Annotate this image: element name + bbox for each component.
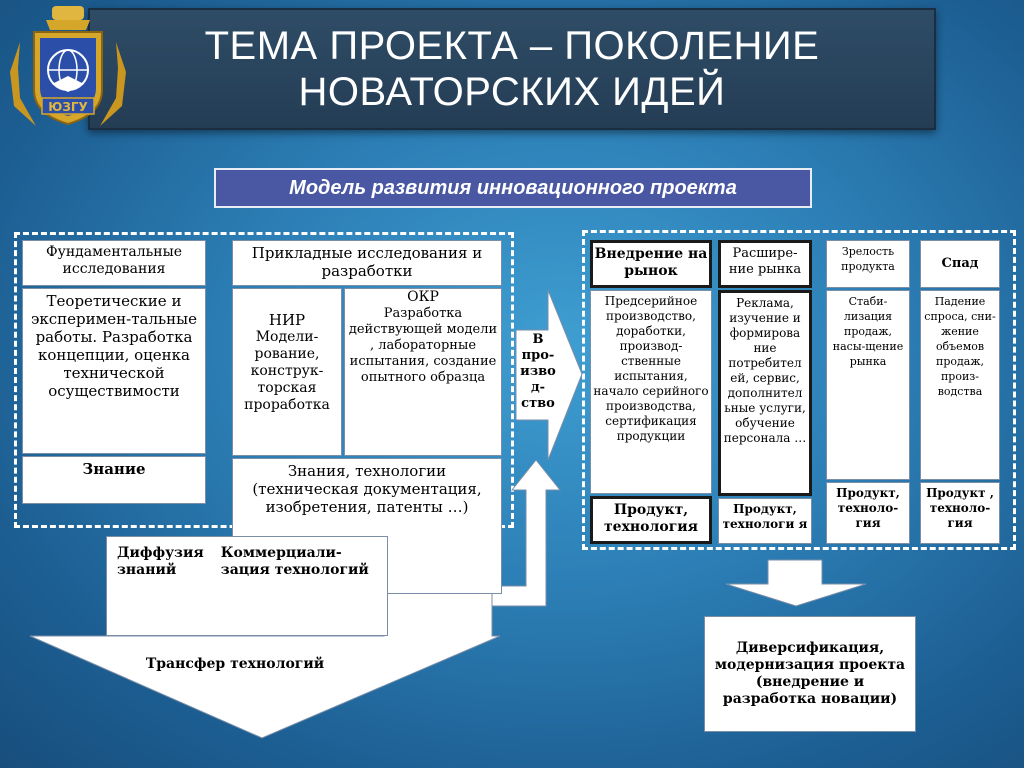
title-bar: ТЕМА ПРОЕКТА – ПОКОЛЕНИЕ НОВАТОРСКИХ ИДЕ…: [88, 8, 936, 130]
transfer-label: Трансфер технологий: [145, 656, 325, 672]
stage-market-expansion-body: Реклама, изучение и формирова ние потреб…: [718, 290, 812, 496]
title-line-2: НОВАТОРСКИХ ИДЕЙ: [298, 70, 726, 114]
diffusion-label: Диффузия знаний: [117, 545, 204, 578]
stage-market-expansion-header: Расшире-ние рынка: [718, 240, 812, 288]
market-stage-frame: [582, 230, 1016, 550]
fundamental-research-result: Знание: [22, 456, 206, 504]
stage-market-entry-body: Предсерийное производство, доработки, пр…: [590, 290, 712, 494]
okr-body: Разработка действующей модели , лаборато…: [348, 306, 498, 385]
stage-decline-header: Спад: [920, 240, 1000, 288]
nir-body: Модели-рование, конструк-торская прорабо…: [244, 329, 330, 413]
stage-product-maturity-body: Стаби-лизация продаж, насы-щение рынка: [826, 290, 910, 480]
stage-product-maturity-header: Зрелость продукта: [826, 240, 910, 288]
model-subtitle: Модель развития инновационного проекта: [214, 168, 812, 208]
diversification-box: Диверсификация, модернизация проекта (вн…: [704, 616, 916, 732]
stage-decline-result: Продукт , техноло-гия: [920, 482, 1000, 544]
diversification-arrow: [725, 559, 867, 607]
stage-decline-body: Падение спроса, сни-жение объемов продаж…: [920, 290, 1000, 480]
okr-title: ОКР: [407, 289, 439, 305]
emblem-letters: ЮЗГУ: [48, 100, 88, 114]
production-arrow: [515, 289, 583, 461]
diffusion-commercialization-box: Диффузия знаний Коммерциали-зация технол…: [106, 536, 388, 636]
stage-product-maturity-result: Продукт, техноло-гия: [826, 482, 910, 544]
title-line-1: ТЕМА ПРОЕКТА – ПОКОЛЕНИЕ: [204, 24, 820, 68]
fundamental-research-header: Фундаментальные исследования: [22, 240, 206, 286]
production-arrow-label: В про-изво д-ство: [520, 332, 556, 411]
okr-box: ОКР Разработка действующей модели , лабо…: [344, 288, 502, 456]
commercialization-label: Коммерциали-зация технологий: [220, 545, 369, 578]
fundamental-research-body: Теоретические и эксперимен-тальные работ…: [22, 288, 206, 454]
applied-research-header: Прикладные исследования и разработки: [232, 240, 502, 286]
stage-market-entry-result: Продукт, технология: [590, 496, 712, 544]
stage-market-expansion-result: Продукт, технологи я: [718, 498, 812, 544]
university-emblem-icon: ЮЗГУ: [10, 6, 126, 126]
nir-title: НИР: [268, 311, 306, 329]
stage-market-entry-header: Внедрение на рынок: [590, 240, 712, 288]
nir-box: НИР Модели-рование, конструк-торская про…: [232, 288, 342, 456]
